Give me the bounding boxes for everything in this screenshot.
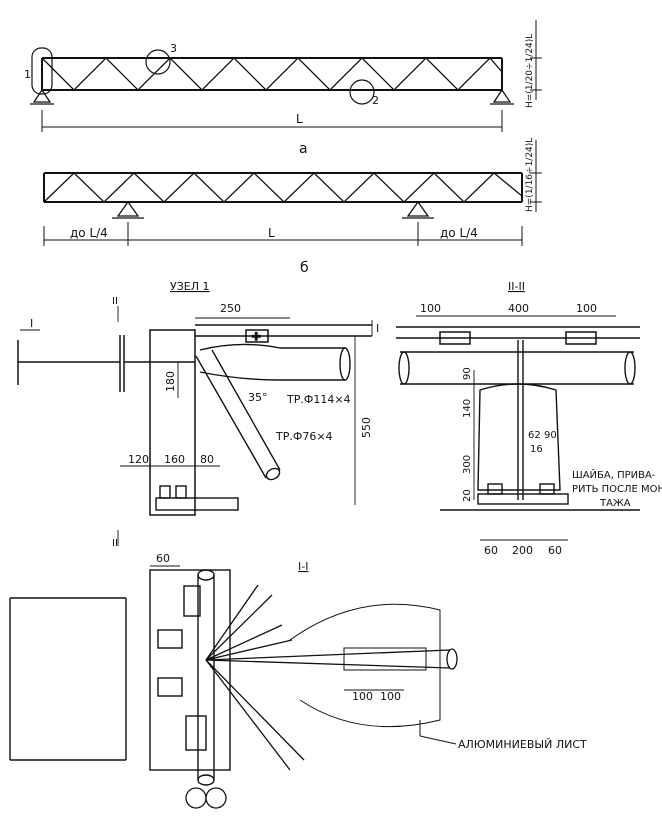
node1-dimensions [20, 306, 373, 546]
dim-span-a [41, 110, 503, 132]
sectionII-dim-60-left: 60 [484, 544, 498, 557]
span-label-a: L [296, 112, 303, 126]
section-mark-II-top: II [112, 296, 118, 307]
support-b-right [402, 200, 434, 219]
support-a-left [30, 88, 54, 105]
node1-column-flange [17, 329, 196, 516]
node1-pipe-114 [199, 343, 351, 381]
caption-a: а [299, 141, 308, 157]
sectionII-dimensions [416, 315, 616, 541]
section-mark-I-left: I [30, 317, 33, 330]
sectionII-dim-100-right: 100 [576, 302, 597, 315]
truss-a [41, 57, 503, 91]
sectionI-bottom-chord [197, 569, 215, 786]
overhang-right-label: до L/4 [440, 226, 478, 240]
sectionI-dim-100b: 100 [380, 690, 401, 703]
sectionI-dimensions [150, 565, 404, 691]
sectionI-dim-100a: 100 [352, 690, 373, 703]
sectionII-dim-140: 140 [462, 399, 473, 418]
dim-height-b [530, 140, 542, 212]
callout-circles [31, 47, 375, 105]
sectionI-dim-60: 60 [156, 552, 170, 565]
section-I-title: I-I [298, 560, 308, 573]
sectionII-note-line2: РИТЬ ПОСЛЕ МОН- [572, 484, 662, 495]
node1-pipe-76 [195, 349, 281, 481]
node1-dim-550: 550 [360, 417, 373, 438]
svg-text:✛: ✛ [252, 332, 261, 343]
callout-1: 1 [24, 68, 31, 81]
sectionI-aluminium-sheet [289, 603, 457, 745]
sectionII-dim-200: 200 [512, 544, 533, 557]
section-II-title: II-II [508, 280, 525, 293]
sectionII-base [440, 483, 640, 511]
sectionI-web-pipes [205, 584, 458, 771]
section-mark-II-bottom: II [112, 538, 118, 549]
node1-title: УЗЕЛ 1 [170, 280, 209, 293]
sectionII-dim-90: 90 [462, 367, 473, 380]
node1-dim-160: 160 [164, 453, 185, 466]
node1-top-chord: ✛ [195, 324, 372, 344]
node1-dim-180: 180 [164, 371, 177, 392]
node1-dim-250: 250 [220, 302, 241, 315]
node1-dim-80: 80 [200, 453, 214, 466]
caption-b: б [300, 260, 309, 276]
sectionII-dim-16: 16 [530, 444, 543, 455]
sectionII-note-line1: ШАЙБА, ПРИВА- [572, 468, 656, 481]
dim-span-b [43, 222, 523, 246]
truss-b [43, 172, 523, 203]
node1-pipe-diag-label: ТР.Ф76×4 [275, 430, 333, 443]
sectionII-dim-400: 400 [508, 302, 529, 315]
height-label-a: H=(1/20÷1/24)L [525, 34, 535, 108]
support-a-right [490, 88, 514, 105]
span-label-b: L [268, 226, 275, 240]
sectionI-hinge-circles [185, 787, 227, 809]
node1-angle: 35° [248, 391, 268, 404]
node1-pipe-top-label: ТР.Ф114×4 [286, 393, 351, 406]
sectionII-top-chord [396, 326, 640, 345]
sectionII-dim-60-right: 60 [548, 544, 562, 557]
sectionII-dim-20: 20 [462, 489, 473, 502]
callout-2: 2 [372, 94, 379, 107]
sectionII-dim-62: 62 [528, 430, 541, 441]
sectionII-note-line3: ТАЖА [599, 498, 631, 509]
sectionI-plate [149, 569, 231, 771]
sectionII-dim-300: 300 [462, 455, 473, 474]
dim-height-a [530, 20, 542, 100]
callout-3: 3 [170, 42, 177, 55]
support-b-left [112, 200, 144, 219]
section-mark-I-right: I [376, 322, 379, 335]
sectionII-gusset [477, 340, 561, 500]
node1-dim-120: 120 [128, 453, 149, 466]
overhang-left-label: до L/4 [70, 226, 108, 240]
node1-base-plate [155, 485, 239, 511]
sectionII-pipe [398, 351, 636, 385]
sectionI-column [9, 597, 127, 761]
sectionII-dim-100-left: 100 [420, 302, 441, 315]
aluminium-sheet-label: АЛЮМИНИЕВЫЙ ЛИСТ [458, 738, 587, 751]
sectionII-dim-90b: 90 [544, 430, 557, 441]
height-label-b: H=(1/16÷1/24)L [525, 138, 535, 212]
